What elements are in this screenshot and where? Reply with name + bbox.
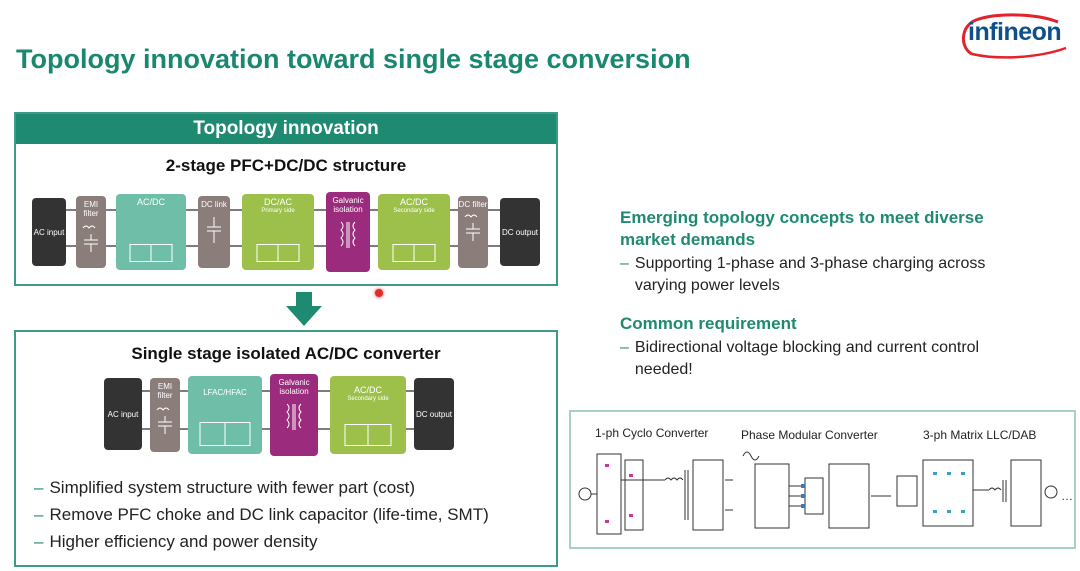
acdc-block: AC/DC [116, 194, 186, 270]
ac-input-label: AC input [33, 227, 65, 237]
bullet-text: Remove PFC choke and DC link capacitor (… [49, 505, 489, 524]
list-item: – Bidirectional voltage blocking and cur… [620, 337, 1040, 381]
bullet-text: Supporting 1-phase and 3-phase charging … [634, 255, 986, 294]
acdc-secondary-block: AC/DC Secondary side [330, 376, 406, 454]
dc-link-block: DC link [198, 196, 230, 268]
list-item: –Simplified system structure with fewer … [34, 478, 416, 497]
bullet-text: Simplified system structure with fewer p… [49, 478, 416, 497]
top-panel-header: Topology innovation [16, 114, 556, 144]
lfac-hfac-block: LFAC/HFAC [188, 376, 262, 454]
capacitor-icon [82, 225, 98, 252]
right-text: Emerging topology concepts to meet diver… [620, 207, 1040, 381]
dcac-block: DC/AC Primary side [242, 194, 314, 270]
dc-output-label: DC output [501, 227, 539, 237]
dc-output-label: DC output [415, 409, 453, 419]
galvanic-isolation-block: Galvanic isolation [326, 192, 370, 272]
ac-dc-icon [129, 244, 173, 262]
bullet-text: Higher efficiency and power density [49, 532, 318, 551]
bottom-bullets: –Simplified system structure with fewer … [34, 474, 489, 555]
ac-input-block: AC input [32, 198, 66, 266]
page-title: Topology innovation toward single stage … [16, 44, 691, 74]
top-panel: Topology innovation 2-stage PFC+DC/DC st… [14, 112, 558, 286]
capacitor-icon [156, 407, 172, 434]
converter-title-cyclo: 1-ph Cyclo Converter [595, 426, 709, 440]
inductor-icon [464, 214, 480, 241]
galvanic-isolation-block: Galvanic isolation [270, 374, 318, 456]
galvanic-label: Galvanic isolation [278, 378, 310, 396]
down-arrow-icon [286, 292, 322, 326]
dcac-sublabel: Primary side [261, 208, 295, 214]
ac-input-block: AC input [104, 378, 142, 450]
dc-filter-block: DC filter [458, 196, 488, 268]
phase-modular-schematic [742, 451, 891, 529]
converter-topologies-box: 1-ph Cyclo Converter Phase Modular Conve… [569, 410, 1076, 549]
dc-output-block: DC output [414, 378, 454, 450]
list-item: –Higher efficiency and power density [34, 532, 318, 551]
ac-dc-icon [344, 424, 392, 446]
bullet-text: Bidirectional voltage blocking and curre… [634, 339, 980, 378]
acdc2-label: AC/DC [399, 197, 428, 207]
acdc-label: AC/DC [136, 197, 165, 207]
galvanic-label: Galvanic isolation [332, 196, 364, 214]
ac-ac-icon [199, 422, 251, 446]
dc-link-label: DC link [201, 200, 227, 209]
emi-filter-label: EMI filter [83, 200, 99, 218]
emi-filter-block: EMI filter [76, 196, 106, 268]
emi-filter-block: EMI filter [150, 378, 180, 452]
ac-dc-icon [392, 244, 436, 262]
ac-input-label: AC input [107, 409, 139, 419]
acdc2-sublabel: Secondary side [393, 208, 435, 214]
dc-ac-icon [256, 244, 300, 262]
converter-title-phase-modular: Phase Modular Converter [741, 428, 878, 442]
acdc-secondary-block: AC/DC Secondary side [378, 194, 450, 270]
capacitor-icon [207, 217, 221, 243]
transformer-icon [340, 221, 356, 248]
bottom-panel: Single stage isolated AC/DC converter AC… [14, 330, 558, 567]
bottom-panel-subtitle: Single stage isolated AC/DC converter [131, 344, 441, 363]
dcac-label: DC/AC [263, 197, 292, 207]
lfac-label: LFAC/HFAC [203, 388, 247, 397]
laser-pointer-dot [375, 289, 383, 297]
list-item: –Remove PFC choke and DC link capacitor … [34, 505, 489, 524]
top-panel-subtitle: 2-stage PFC+DC/DC structure [165, 156, 407, 175]
list-item: – Supporting 1-phase and 3-phase chargin… [620, 253, 1040, 297]
svg-text:…: … [1061, 489, 1073, 503]
dc-filter-label: DC filter [458, 200, 488, 209]
acdc-sublabel: Secondary side [347, 396, 389, 402]
heading-emerging: Emerging topology concepts to meet diver… [620, 208, 984, 249]
infineon-logo: infineon [958, 12, 1070, 62]
dc-output-block: DC output [500, 198, 540, 266]
matrix-llc-dab-schematic: … [896, 459, 1073, 527]
acdc-label: AC/DC [353, 385, 382, 395]
cyclo-converter-schematic [578, 453, 733, 535]
transformer-icon [286, 403, 302, 430]
emi-filter-label: EMI filter [157, 382, 173, 400]
converter-title-matrix: 3-ph Matrix LLC/DAB [923, 428, 1037, 442]
heading-common: Common requirement [620, 314, 797, 333]
